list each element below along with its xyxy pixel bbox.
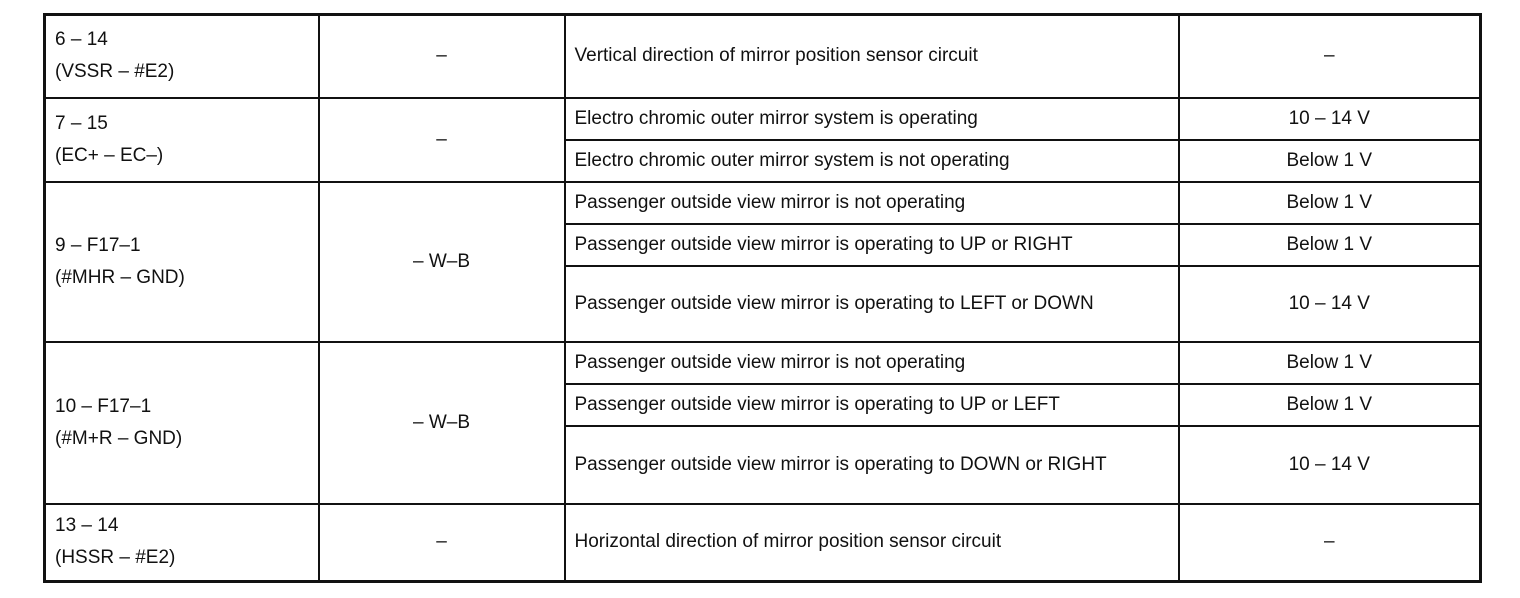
terminal-symbol: (HSSR – #E2) <box>55 547 176 569</box>
condition-cell: Passenger outside view mirror is operati… <box>563 264 1180 343</box>
wiring-color-cell: – W–B <box>317 340 566 505</box>
table-row: Passenger outside view mirror is operati… <box>45 424 1482 505</box>
table-row: 9 – F17–1 (#MHR – GND) – W–B Passenger o… <box>43 180 1482 343</box>
table-row: 7 – 15 (EC+ – EC–) – Electro chromic out… <box>43 96 1482 183</box>
specified-condition-cell: 10 – 14 V <box>1177 424 1482 505</box>
condition-cell: Horizontal direction of mirror position … <box>563 502 1180 583</box>
specified-condition-cell: – <box>1177 13 1482 99</box>
terminal-cell: 7 – 15 (EC+ – EC–) <box>43 96 320 183</box>
specified-condition-cell: 10 – 14 V <box>1177 264 1482 343</box>
condition-cell: Passenger outside view mirror is not ope… <box>563 180 1180 225</box>
condition-cell: Electro chromic outer mirror system is o… <box>563 96 1180 141</box>
terminal-spec-table: 6 – 14 (VSSR – #E2) – Vertical direction… <box>43 13 1482 583</box>
condition-cell: Electro chromic outer mirror system is n… <box>563 138 1180 183</box>
specified-condition-cell: Below 1 V <box>1177 180 1482 225</box>
condition-cell: Vertical direction of mirror position se… <box>563 13 1180 99</box>
specified-condition-cell: Below 1 V <box>1177 382 1482 427</box>
terminal-symbol: (#MHR – GND) <box>55 266 185 288</box>
table-row: Passenger outside view mirror is operati… <box>45 264 1482 343</box>
condition-cell: Passenger outside view mirror is operati… <box>563 222 1180 267</box>
table-row: 10 – F17–1 (#M+R – GND) – W–B Passenger … <box>43 340 1482 505</box>
terminal-number: 6 – 14 <box>55 29 108 51</box>
wiring-color-cell: – <box>317 13 566 99</box>
wiring-color-cell: – <box>317 502 566 583</box>
terminal-cell: 13 – 14 (HSSR – #E2) <box>43 502 320 583</box>
wiring-color-cell: – W–B <box>317 180 566 343</box>
specified-condition-cell: Below 1 V <box>1177 340 1482 385</box>
terminal-cell: 10 – F17–1 (#M+R – GND) <box>43 340 320 505</box>
terminal-number: 7 – 15 <box>55 112 108 134</box>
table-row: Passenger outside view mirror is operati… <box>45 222 1482 267</box>
table-row: Electro chromic outer mirror system is n… <box>45 138 1482 183</box>
terminal-cell: 9 – F17–1 (#MHR – GND) <box>43 180 320 343</box>
table-row: Passenger outside view mirror is operati… <box>45 382 1482 427</box>
table-row: 6 – 14 (VSSR – #E2) – Vertical direction… <box>43 13 1482 99</box>
terminal-symbol: (VSSR – #E2) <box>55 61 175 83</box>
specified-condition-cell: 10 – 14 V <box>1177 96 1482 141</box>
condition-cell: Passenger outside view mirror is not ope… <box>563 340 1180 385</box>
terminal-symbol: (EC+ – EC–) <box>55 144 164 166</box>
specified-condition-cell: Below 1 V <box>1177 222 1482 267</box>
terminal-number: 10 – F17–1 <box>55 395 152 417</box>
wiring-color-cell: – <box>317 96 566 183</box>
terminal-symbol: (#M+R – GND) <box>55 427 183 449</box>
terminal-number: 9 – F17–1 <box>55 234 141 256</box>
terminal-number: 13 – 14 <box>55 515 119 537</box>
condition-cell: Passenger outside view mirror is operati… <box>563 424 1180 505</box>
specified-condition-cell: Below 1 V <box>1177 138 1482 183</box>
table-row: 13 – 14 (HSSR – #E2) – Horizontal direct… <box>43 502 1482 583</box>
specified-condition-cell: – <box>1177 502 1482 583</box>
terminal-cell: 6 – 14 (VSSR – #E2) <box>43 13 320 99</box>
condition-cell: Passenger outside view mirror is operati… <box>563 382 1180 427</box>
